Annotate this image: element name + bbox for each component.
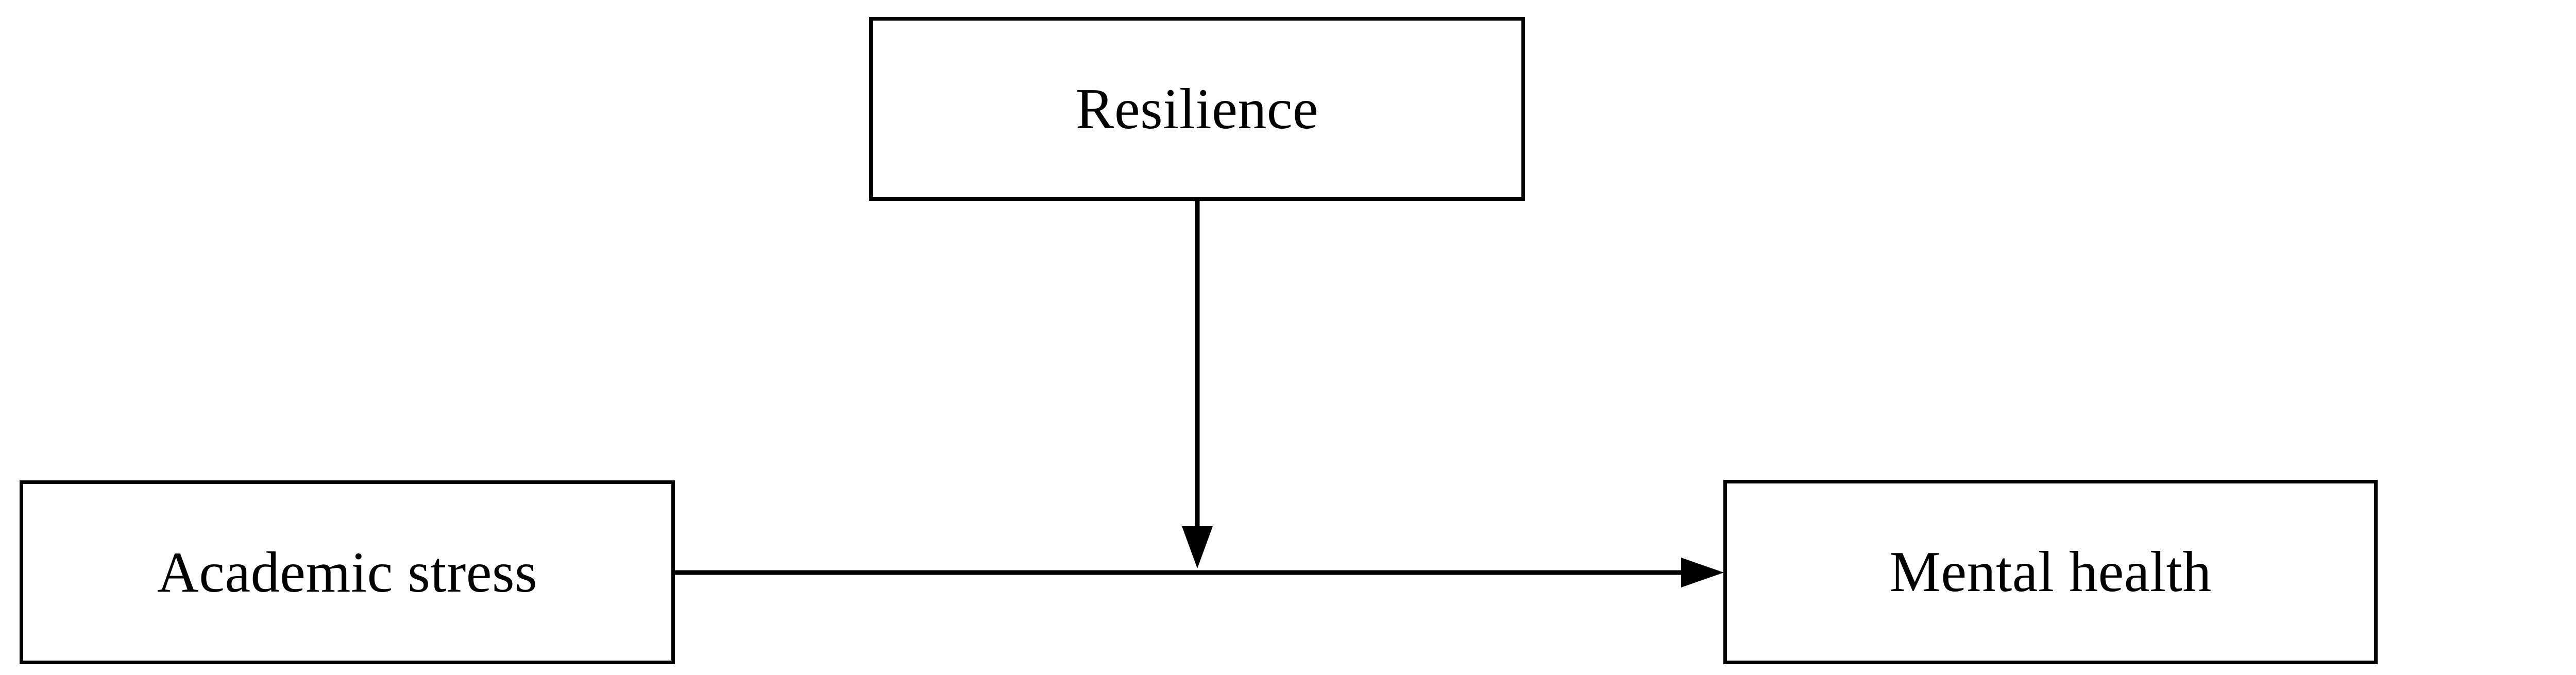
node-mental-health-label: Mental health <box>1889 540 2212 604</box>
node-academic-stress-label: Academic stress <box>157 540 538 604</box>
node-mental-health[interactable]: Mental health <box>1723 480 2378 664</box>
edge-academic-stress-to-mental-health <box>675 558 1724 587</box>
arrowhead-right-icon <box>1681 558 1724 587</box>
edge-resilience-to-path <box>1182 201 1213 568</box>
node-academic-stress[interactable]: Academic stress <box>20 480 675 664</box>
node-resilience-label: Resilience <box>1075 77 1319 141</box>
node-resilience[interactable]: Resilience <box>869 17 1525 201</box>
arrowhead-down-icon <box>1182 526 1213 568</box>
